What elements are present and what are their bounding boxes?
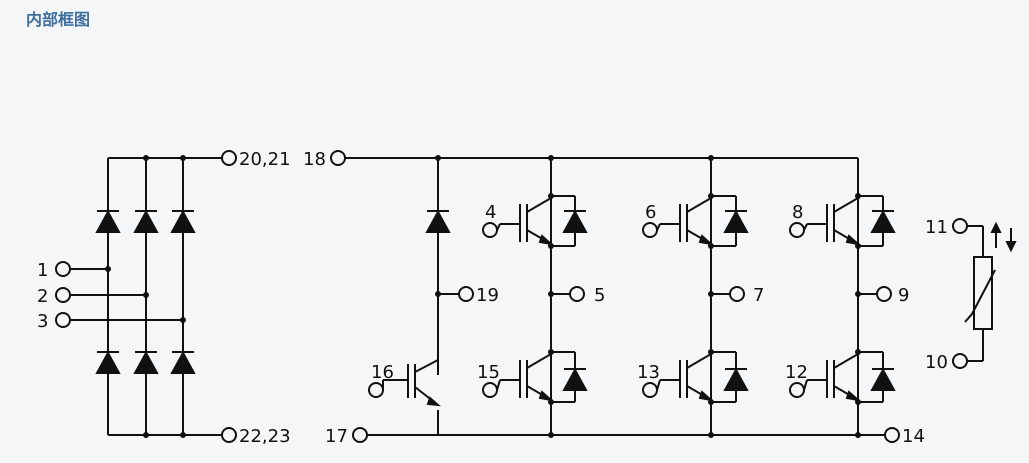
pin-label-13: 13 bbox=[637, 362, 660, 383]
gate-leads bbox=[382, 223, 808, 391]
igbt-icon bbox=[807, 351, 896, 403]
terminal-11 bbox=[952, 218, 968, 234]
terminal-16 bbox=[368, 382, 384, 398]
igbt-modules bbox=[500, 195, 896, 403]
terminal-20-21 bbox=[221, 150, 237, 166]
pin-label-18: 18 bbox=[303, 149, 326, 170]
diode-icon bbox=[133, 350, 159, 374]
page-title: 内部框图 bbox=[26, 10, 91, 29]
terminals bbox=[55, 150, 968, 443]
pin-label-20-21: 20,21 bbox=[239, 149, 291, 170]
pin-label-5: 5 bbox=[594, 285, 605, 306]
pin-label-22-23: 22,23 bbox=[239, 426, 291, 447]
thermistor-icon bbox=[964, 221, 1017, 362]
terminal-2 bbox=[55, 287, 71, 303]
diode-icon bbox=[133, 209, 159, 233]
brake-transistor-icon bbox=[383, 359, 442, 407]
igbt-icon bbox=[500, 351, 588, 403]
terminal-18 bbox=[330, 150, 346, 166]
terminal-5 bbox=[569, 286, 585, 302]
terminal-9 bbox=[876, 286, 892, 302]
igbt-icon bbox=[500, 195, 588, 247]
pin-labels: 20,21 22,23 1 2 3 18 17 19 16 4 15 5 6 1… bbox=[37, 149, 948, 447]
terminal-15 bbox=[482, 382, 498, 398]
pin-label-3: 3 bbox=[37, 311, 48, 332]
pin-label-15: 15 bbox=[477, 362, 500, 383]
terminal-14 bbox=[884, 427, 900, 443]
terminal-19 bbox=[458, 286, 474, 302]
pin-label-16: 16 bbox=[371, 362, 394, 383]
terminal-6 bbox=[642, 222, 658, 238]
terminal-17 bbox=[352, 427, 368, 443]
terminal-7 bbox=[729, 286, 745, 302]
diode-icon bbox=[95, 350, 121, 374]
terminal-4 bbox=[482, 222, 498, 238]
diode-icon bbox=[170, 350, 196, 374]
pin-label-19: 19 bbox=[476, 285, 499, 306]
junction-dots bbox=[105, 155, 861, 438]
terminal-12 bbox=[789, 382, 805, 398]
terminal-8 bbox=[789, 222, 805, 238]
terminal-1 bbox=[55, 261, 71, 277]
igbt-icon bbox=[807, 195, 896, 247]
pin-label-11: 11 bbox=[925, 217, 948, 238]
terminal-3 bbox=[55, 312, 71, 328]
pin-label-1: 1 bbox=[37, 260, 48, 281]
pin-label-6: 6 bbox=[645, 202, 656, 223]
pin-label-10: 10 bbox=[925, 352, 948, 373]
terminal-22-23 bbox=[221, 427, 237, 443]
brake-diode-icon bbox=[425, 209, 451, 233]
terminal-10 bbox=[952, 353, 968, 369]
rectifier-diodes bbox=[95, 209, 451, 374]
pin-label-14: 14 bbox=[902, 426, 925, 447]
diode-icon bbox=[95, 209, 121, 233]
pin-label-7: 7 bbox=[753, 285, 764, 306]
igbt-icon bbox=[660, 195, 749, 247]
igbt-icon bbox=[660, 351, 749, 403]
pin-label-12: 12 bbox=[785, 362, 808, 383]
terminal-13 bbox=[642, 382, 658, 398]
pin-label-8: 8 bbox=[792, 202, 803, 223]
pin-label-2: 2 bbox=[37, 286, 48, 307]
pin-label-17: 17 bbox=[325, 426, 348, 447]
pin-label-9: 9 bbox=[898, 285, 909, 306]
diode-icon bbox=[170, 209, 196, 233]
pin-label-4: 4 bbox=[485, 202, 496, 223]
